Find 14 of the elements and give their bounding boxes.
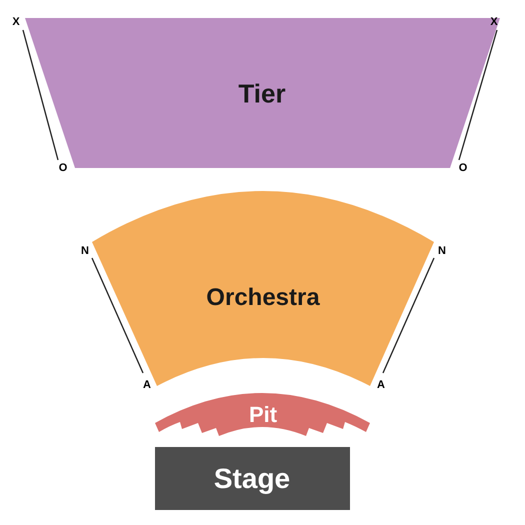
section-name: Pit bbox=[248, 402, 278, 428]
row-letter: O bbox=[458, 162, 468, 174]
stage-block bbox=[155, 447, 350, 510]
section-name: Orchestra bbox=[206, 284, 320, 312]
row-letter: N bbox=[438, 245, 446, 257]
row-letter: N bbox=[81, 245, 89, 257]
row-letter: X bbox=[490, 16, 498, 28]
row-letter: O bbox=[58, 162, 68, 174]
row-letter: A bbox=[377, 379, 385, 391]
row-letter: A bbox=[143, 379, 151, 391]
section-name: Stage bbox=[214, 463, 290, 495]
seating-section bbox=[155, 393, 370, 435]
section-name: Tier bbox=[238, 78, 286, 110]
row-letter: X bbox=[12, 16, 20, 28]
